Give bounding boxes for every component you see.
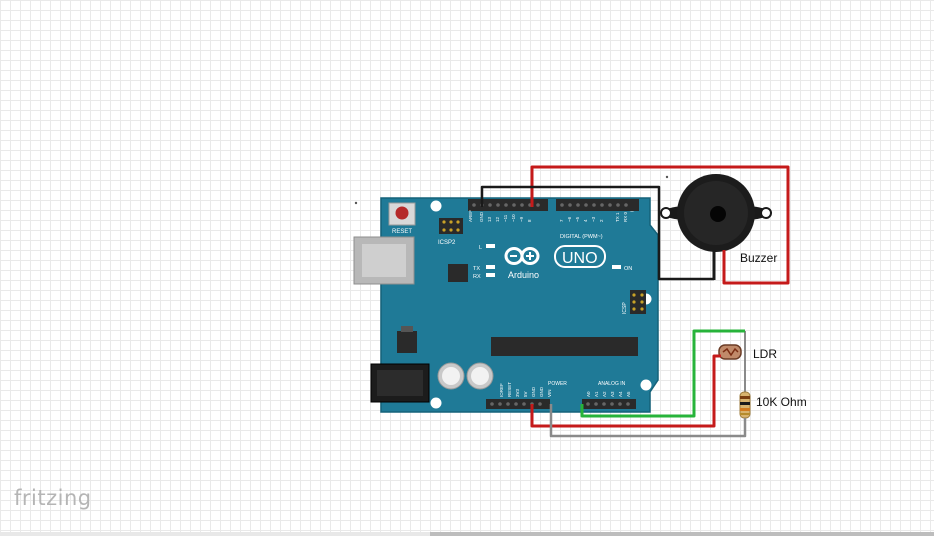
wire-green-signal bbox=[580, 329, 745, 418]
buzzer-label: Buzzer bbox=[740, 251, 778, 265]
tx-led bbox=[486, 265, 495, 269]
analog-label: ANALOG IN bbox=[598, 381, 626, 387]
resistor-label: 10K Ohm bbox=[756, 395, 807, 409]
canvas-dot bbox=[354, 201, 358, 205]
arduino-uno-board[interactable]: RESET ICSP2 bbox=[353, 197, 659, 413]
pin-label: A0 bbox=[586, 391, 591, 397]
buzzer-mount-hole bbox=[760, 207, 772, 219]
digital-header[interactable] bbox=[468, 199, 639, 211]
buzzer[interactable] bbox=[660, 174, 772, 280]
icsp-header bbox=[630, 290, 646, 314]
pin-label: ~3 bbox=[591, 216, 596, 222]
capacitor-top bbox=[471, 367, 489, 385]
tx-led-label: TX bbox=[473, 266, 480, 272]
on-led-label: ON bbox=[624, 266, 632, 272]
canvas-dot bbox=[665, 175, 669, 179]
pin-label: IOREF bbox=[499, 383, 504, 397]
pin-label: 8 bbox=[527, 219, 532, 222]
pin-label: GND bbox=[531, 386, 536, 397]
icsp-label: ICSP bbox=[622, 302, 628, 314]
rx-led bbox=[486, 273, 495, 277]
buzzer-hole bbox=[710, 206, 726, 222]
l-led bbox=[486, 244, 495, 248]
pin-label: TX 1 bbox=[615, 212, 620, 222]
uno-badge bbox=[554, 245, 606, 268]
rx-led-label: RX bbox=[473, 274, 481, 280]
pin-label: ~9 bbox=[519, 216, 524, 222]
power-label: POWER bbox=[548, 381, 567, 387]
atmega-chip bbox=[491, 337, 638, 356]
pin-label: ~5 bbox=[575, 216, 580, 222]
wire-gray-ground bbox=[549, 404, 747, 438]
mounting-hole bbox=[430, 200, 442, 212]
power-pin-labels: IOREF RESET 3V3 5V GND GND VIN bbox=[499, 382, 552, 397]
ldr-label: LDR bbox=[753, 347, 778, 361]
pin-label: 7 bbox=[559, 219, 564, 222]
pin-label: ~11 bbox=[503, 214, 508, 222]
digital-label: DIGITAL (PWM~) bbox=[560, 234, 603, 240]
ldr-sensor[interactable] bbox=[718, 331, 746, 392]
icsp2-label: ICSP2 bbox=[438, 240, 456, 246]
pin-label: RESET bbox=[507, 382, 512, 397]
wire-red-ldr bbox=[530, 354, 721, 428]
reset-label: RESET bbox=[392, 229, 412, 235]
pin-label: A1 bbox=[594, 391, 599, 397]
wire-black-buzzer bbox=[480, 185, 714, 281]
l-led-label: L bbox=[479, 245, 482, 251]
voltage-regulator bbox=[397, 331, 417, 353]
analog-pin-labels: A0 A1 A2 A3 A4 A5 bbox=[586, 391, 631, 397]
uno-label: UNO bbox=[562, 250, 598, 267]
pin-label: RX 0 bbox=[623, 211, 628, 222]
analog-header[interactable] bbox=[582, 399, 636, 409]
resistor-10k[interactable] bbox=[739, 391, 751, 419]
mounting-hole bbox=[430, 397, 442, 409]
brand-label: Arduino bbox=[508, 270, 539, 280]
usb-connector-inner bbox=[362, 244, 406, 277]
pin-label: VIN bbox=[547, 389, 552, 397]
pin-label: 2 bbox=[599, 219, 604, 222]
wires bbox=[480, 165, 790, 438]
regulator-tab bbox=[401, 326, 413, 332]
icsp2-header bbox=[439, 218, 463, 234]
pin-label: 13 bbox=[487, 216, 492, 222]
pin-label: GND bbox=[539, 386, 544, 397]
pin-label: A2 bbox=[602, 391, 607, 397]
pin-label: A4 bbox=[618, 391, 623, 397]
capacitor-top bbox=[442, 367, 460, 385]
usb-chip bbox=[448, 264, 468, 282]
power-header[interactable] bbox=[486, 399, 550, 409]
horizontal-scrollbar[interactable] bbox=[0, 532, 934, 536]
pin-label: ~10 bbox=[511, 214, 516, 222]
pin-label: 3V3 bbox=[515, 388, 520, 397]
mounting-hole bbox=[640, 379, 652, 391]
on-led bbox=[612, 265, 621, 269]
pin-label: AREF bbox=[468, 210, 473, 222]
pin-label: 5V bbox=[523, 391, 528, 397]
pin-label: GND bbox=[479, 211, 484, 222]
arduino-logo bbox=[504, 247, 540, 265]
pin-label: 12 bbox=[495, 216, 500, 222]
fritzing-watermark: fritzing bbox=[14, 486, 92, 510]
scrollbar-thumb[interactable] bbox=[430, 532, 934, 536]
wire-red-buzzer bbox=[530, 165, 790, 285]
pin-label: ~6 bbox=[567, 216, 572, 222]
dc-power-jack-inner bbox=[377, 370, 423, 396]
pin-label: 4 bbox=[583, 219, 588, 222]
pin-label: A5 bbox=[626, 391, 631, 397]
reset-button-cap[interactable] bbox=[395, 206, 409, 220]
digital-pin-labels: AREF GND 13 12 ~11 ~10 ~9 8 7 ~6 ~5 4 ~3… bbox=[468, 210, 628, 222]
pin-label: A3 bbox=[610, 391, 615, 397]
buzzer-mount-hole bbox=[660, 207, 672, 219]
